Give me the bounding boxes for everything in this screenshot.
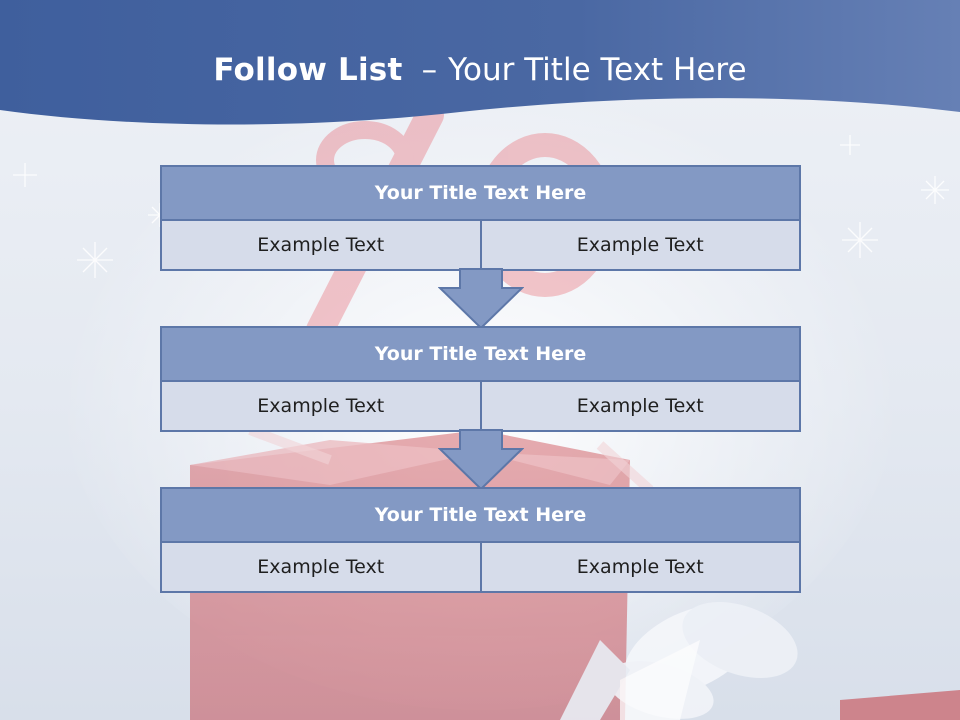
slide-title-separator: – [421, 52, 438, 88]
ribbon-bow-decoration [560, 602, 960, 720]
block-title: Your Title Text Here [160, 487, 801, 543]
slide-title-bold: Follow List [213, 52, 403, 88]
down-arrow-icon [438, 429, 524, 491]
flow-block-3: Your Title Text Here Example Text Exampl… [160, 487, 801, 593]
block-row: Example Text Example Text [160, 382, 801, 432]
block-cell-right: Example Text [481, 543, 801, 593]
header-band [0, 0, 960, 125]
block-row: Example Text Example Text [160, 221, 801, 271]
down-arrow-icon [438, 268, 524, 330]
slide-title-subtext: Your Title Text Here [448, 52, 747, 88]
slide-title: Follow List – Your Title Text Here [0, 52, 960, 88]
block-title: Your Title Text Here [160, 165, 801, 221]
flow-block-2: Your Title Text Here Example Text Exampl… [160, 326, 801, 432]
block-row: Example Text Example Text [160, 543, 801, 593]
block-cell-left: Example Text [160, 221, 482, 271]
block-cell-right: Example Text [481, 382, 801, 432]
block-title: Your Title Text Here [160, 326, 801, 382]
block-cell-right: Example Text [481, 221, 801, 271]
block-cell-left: Example Text [160, 543, 482, 593]
block-cell-left: Example Text [160, 382, 482, 432]
flow-block-1: Your Title Text Here Example Text Exampl… [160, 165, 801, 271]
